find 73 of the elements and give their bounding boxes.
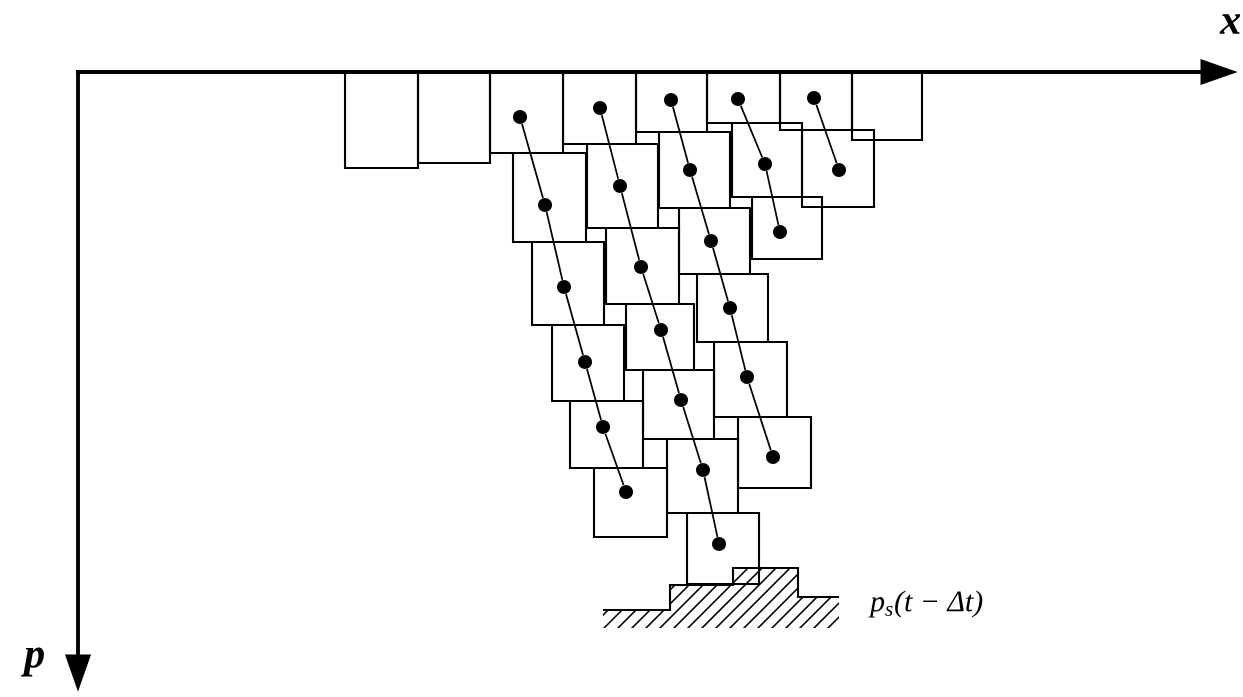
dot	[832, 163, 846, 177]
dot	[664, 93, 678, 107]
dot	[619, 485, 633, 499]
dot	[596, 420, 610, 434]
connecting-line	[739, 104, 764, 159]
axis-label: p	[21, 647, 44, 677]
connecting-line	[682, 406, 702, 464]
block	[750, 195, 824, 261]
connecting-line	[691, 176, 710, 235]
block	[665, 437, 740, 515]
dot	[731, 92, 745, 106]
dot	[807, 91, 821, 105]
connecting-line	[621, 192, 641, 261]
axis-label: x	[1219, 14, 1241, 34]
block	[592, 466, 669, 539]
connecting-line	[642, 273, 660, 324]
dot	[513, 110, 527, 124]
block	[488, 70, 565, 155]
dot	[712, 537, 726, 551]
block	[677, 206, 752, 276]
connecting-line	[815, 104, 838, 164]
dot	[766, 450, 780, 464]
connecting-line	[748, 383, 772, 451]
connecting-line	[521, 123, 544, 199]
dot	[634, 260, 648, 274]
block	[568, 399, 645, 470]
ground-label: p$_{s}$(t − Δt)	[868, 590, 983, 618]
dot	[696, 463, 710, 477]
connecting-line	[703, 476, 719, 538]
block	[705, 70, 782, 125]
block	[778, 70, 854, 132]
block	[585, 142, 660, 230]
connecting-line	[765, 170, 780, 226]
block	[730, 121, 804, 199]
dot	[723, 301, 737, 315]
dot	[593, 101, 607, 115]
connecting-line	[545, 211, 564, 281]
block	[624, 302, 696, 372]
dot	[674, 393, 688, 407]
block	[736, 415, 813, 490]
dot	[654, 323, 668, 337]
connecting-line	[586, 368, 602, 421]
block	[800, 128, 876, 209]
block	[550, 323, 626, 403]
block	[685, 511, 761, 586]
dot	[758, 157, 772, 171]
connecting-line	[600, 114, 620, 180]
dot	[740, 370, 754, 384]
dot	[538, 198, 552, 212]
block	[511, 151, 588, 244]
connecting-line	[565, 293, 584, 356]
block	[712, 340, 789, 419]
block	[416, 70, 492, 165]
block	[604, 226, 681, 306]
block	[530, 240, 606, 327]
block	[641, 368, 716, 441]
dot	[557, 280, 571, 294]
dot	[683, 163, 697, 177]
block	[695, 272, 770, 344]
block	[343, 70, 420, 170]
dot	[613, 179, 627, 193]
dot	[773, 225, 787, 239]
connecting-line	[712, 247, 729, 302]
connecting-line	[730, 314, 747, 371]
connecting-line	[662, 336, 680, 394]
block	[561, 70, 638, 146]
dot	[578, 355, 592, 369]
connecting-line	[604, 433, 625, 486]
dot	[704, 234, 718, 248]
connecting-line	[672, 106, 689, 164]
block	[634, 70, 709, 134]
block	[850, 70, 924, 142]
block	[657, 130, 732, 210]
